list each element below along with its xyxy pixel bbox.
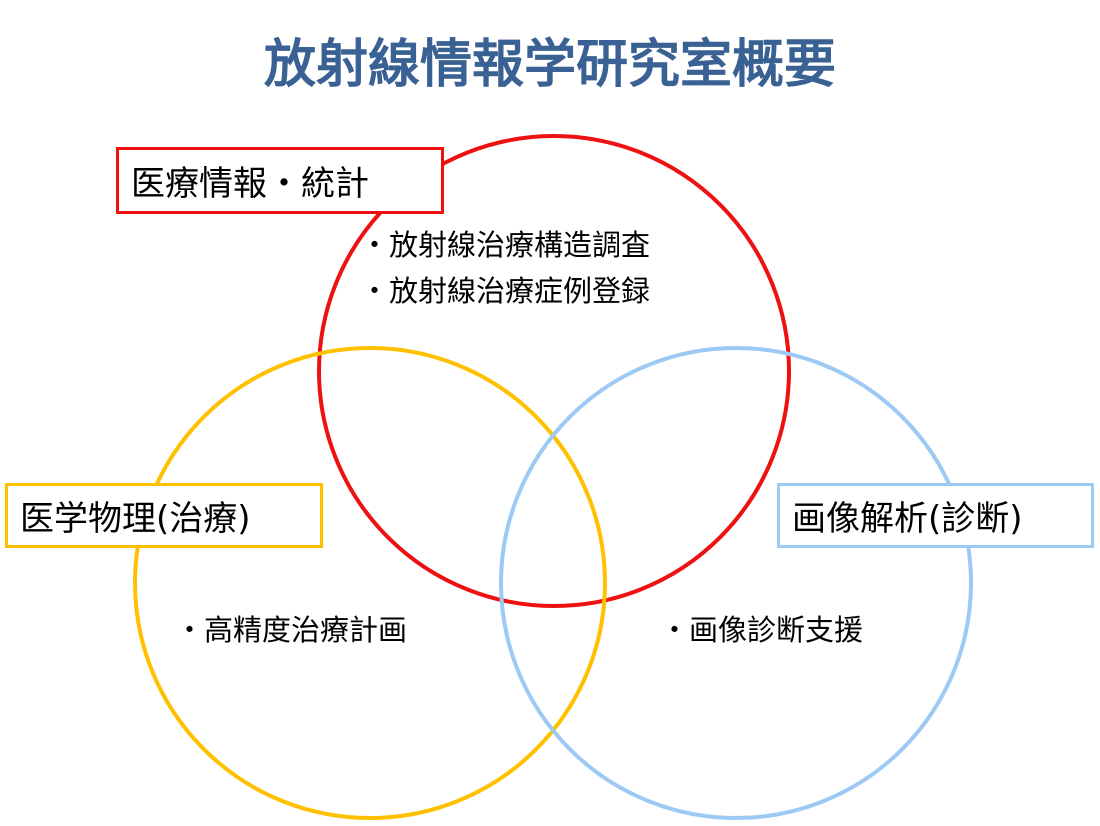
info-item: ・放射線治療構造調査 xyxy=(360,228,651,262)
info-label-box: 医療情報・統計 xyxy=(116,147,444,214)
physics-label-box: 医学物理(治療) xyxy=(5,483,323,548)
info-item: ・放射線治療症例登録 xyxy=(360,274,651,308)
info-label: 医療情報・統計 xyxy=(131,164,369,204)
physics-label: 医学物理(治療) xyxy=(20,499,251,539)
imaging-circle xyxy=(499,346,973,820)
imaging-item: ・画像診断支援 xyxy=(660,613,864,647)
page-title: 放射線情報学研究室概要 xyxy=(263,35,836,95)
imaging-label: 画像解析(診断) xyxy=(792,499,1023,539)
imaging-label-box: 画像解析(診断) xyxy=(777,483,1094,548)
physics-item: ・高精度治療計画 xyxy=(175,613,408,647)
physics-circle xyxy=(133,346,607,820)
info-circle xyxy=(317,134,791,608)
